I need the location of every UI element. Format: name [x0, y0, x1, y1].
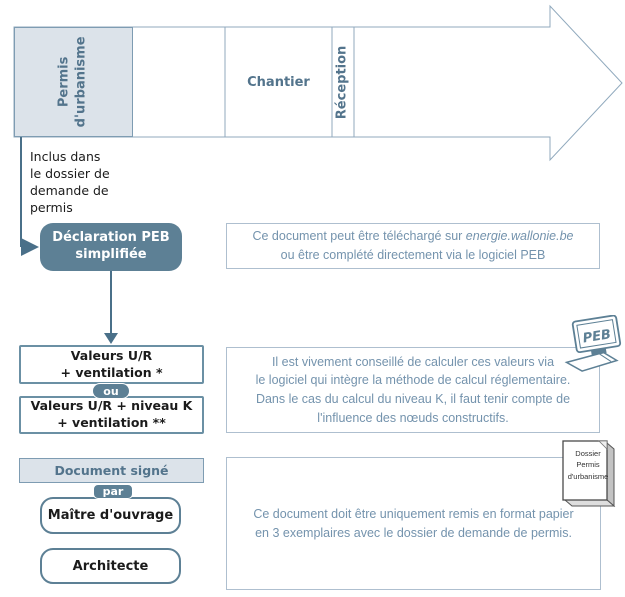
inclus-note: Inclus dans le dossier de demande de per… [30, 149, 110, 215]
timeline-phase-reception: Réception [332, 27, 354, 137]
website-name: energie.wallonie.be [465, 229, 574, 244]
ou-pill: ou [92, 383, 130, 399]
connector-arrowhead-right [21, 238, 39, 256]
timeline-phase-reception-label: Réception [334, 45, 350, 119]
valeurs-niveau-k-box: Valeurs U/R + niveau K + ventilation ** [19, 396, 204, 434]
timeline-arrow-shape [13, 4, 623, 162]
document-signe-box: Document signé [19, 458, 204, 483]
info-box-download-line2: ou être complété directement via le logi… [280, 248, 546, 262]
info-box-software: Il est vivement conseillé de calculer ce… [226, 347, 600, 433]
dossier-document-label: Dossier Permis d'urbanisme [567, 449, 609, 481]
connector-arrowhead-down [104, 333, 118, 344]
timeline-phase-permis-label: Permis d'urbanisme [56, 36, 89, 128]
info-box-paper: Ce document doit être uniquement remis e… [226, 457, 601, 590]
par-pill: par [93, 484, 133, 499]
info-box-download: Ce document peut être téléchargé sur ene… [226, 223, 600, 269]
valeurs-ur-box: Valeurs U/R + ventilation * [19, 345, 204, 384]
timeline-phase-chantier: Chantier [225, 27, 332, 137]
architecte-box: Architecte [40, 548, 181, 584]
maitre-ouvrage-box: Maître d'ouvrage [40, 497, 181, 534]
declaration-peb-box: Déclaration PEB simplifiée [40, 223, 182, 271]
info-box-download-line1: Ce document peut être téléchargé sur ene… [252, 229, 574, 244]
peb-computer-icon: PEB [564, 315, 622, 372]
dossier-document-icon [562, 440, 616, 508]
timeline-phase-chantier-label: Chantier [247, 74, 310, 90]
timeline-phase-permis: Permis d'urbanisme [14, 27, 133, 137]
peb-screen-text: PEB [582, 327, 612, 346]
